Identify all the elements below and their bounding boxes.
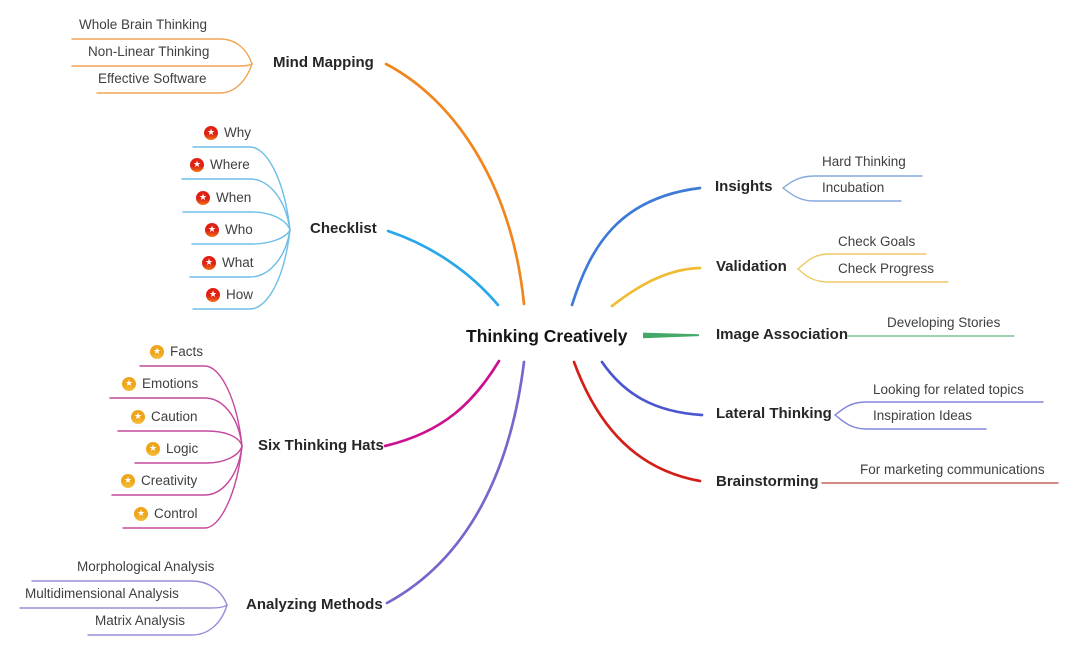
topic-insights[interactable]: Insights [715, 178, 773, 195]
star-icon: ★ [196, 190, 210, 205]
subtopic-label: Emotions [142, 376, 199, 391]
subtopic-label: Why [224, 125, 251, 140]
star-icon: ★ [206, 287, 220, 302]
subtopic-what[interactable]: ★ What [202, 255, 254, 270]
topic-checklist[interactable]: Checklist [310, 220, 377, 237]
star-icon: ★ [122, 376, 136, 391]
subtopic-label: Facts [170, 344, 204, 359]
topic-mind-mapping[interactable]: Mind Mapping [273, 54, 374, 71]
subtopic-label: Logic [166, 441, 199, 456]
leaf-connector [181, 178, 291, 231]
subtopic-check-goals[interactable]: Check Goals [838, 234, 916, 249]
subtopic-check-progress[interactable]: Check Progress [838, 261, 935, 276]
leaf-connector [782, 187, 902, 202]
leaf-connector [189, 229, 291, 278]
subtopic-effective-software[interactable]: Effective Software [98, 71, 207, 86]
leaf-connector [782, 175, 923, 189]
star-icon: ★ [190, 157, 204, 172]
subtopic-non-linear-thinking[interactable]: Non-Linear Thinking [88, 44, 210, 59]
subtopic-hard-thinking[interactable]: Hard Thinking [822, 154, 906, 169]
subtopic-whole-brain-thinking[interactable]: Whole Brain Thinking [79, 17, 208, 32]
subtopic-incubation[interactable]: Incubation [822, 180, 885, 195]
leaf-connector [834, 414, 987, 430]
star-icon: ★ [134, 506, 148, 521]
branch-curve-mind-mapping [384, 62, 526, 306]
topic-six-thinking-hats[interactable]: Six Thinking Hats [258, 437, 384, 454]
branch-line-image-association [643, 332, 699, 339]
central-topic[interactable]: Thinking Creatively [466, 326, 628, 346]
topic-image-association[interactable]: Image Association [716, 326, 848, 343]
subtopic-logic[interactable]: ★ Logic [146, 441, 198, 456]
topic-brainstorming[interactable]: Brainstorming [716, 473, 819, 490]
star-icon: ★ [205, 222, 219, 237]
subtopic-inspiration-ideas[interactable]: Inspiration Ideas [873, 408, 973, 423]
star-icon: ★ [146, 441, 160, 456]
subtopic-how[interactable]: ★ How [206, 287, 253, 302]
subtopic-why[interactable]: ★ Why [204, 125, 251, 140]
leaf-connector [191, 229, 291, 245]
subtopic-label: When [216, 190, 252, 205]
subtopic-who[interactable]: ★ Who [205, 222, 253, 237]
subtopic-label: Control [154, 506, 198, 521]
leaf-connector [192, 146, 291, 231]
leaf-connector [71, 38, 253, 65]
subtopic-control[interactable]: ★ Control [134, 506, 198, 521]
subtopic-matrix-analysis[interactable]: Matrix Analysis [95, 613, 186, 628]
subtopic-developing-stories[interactable]: Developing Stories [887, 315, 1001, 330]
topic-analyzing-methods[interactable]: Analyzing Methods [246, 596, 383, 613]
leaf-connector [122, 445, 243, 529]
subtopic-where[interactable]: ★ Where [190, 157, 250, 172]
leaf-connector [71, 63, 253, 67]
subtopic-label: Where [210, 157, 250, 172]
branch-curve-analyzing-methods [385, 360, 526, 605]
subtopic-caution[interactable]: ★ Caution [131, 409, 198, 424]
subtopic-looking-for-related-topics[interactable]: Looking for related topics [873, 382, 1024, 397]
leaf-connector [134, 445, 243, 464]
leaf-connector [797, 253, 927, 270]
leaf-connector [87, 604, 228, 636]
leaf-connector [139, 365, 243, 447]
leaf-connector [117, 430, 243, 447]
branch-curve-insights [570, 186, 702, 307]
subtopic-when[interactable]: ★ When [196, 190, 251, 205]
leaf-connector [19, 604, 228, 609]
star-icon: ★ [150, 344, 164, 359]
leaf-connector [182, 211, 291, 231]
leaf-connector [96, 63, 253, 94]
topic-validation[interactable]: Validation [716, 258, 787, 275]
branch-curve-brainstorming [572, 360, 702, 483]
leaf-connector [797, 268, 949, 283]
branch-curve-validation [610, 266, 702, 308]
star-icon: ★ [204, 125, 218, 140]
subtopic-label: What [222, 255, 254, 270]
subtopic-facts[interactable]: ★ Facts [150, 344, 203, 359]
subtopic-label: Creativity [141, 473, 198, 488]
branch-curve-lateral-thinking [600, 360, 704, 417]
topic-lateral-thinking[interactable]: Lateral Thinking [716, 405, 832, 422]
subtopic-creativity[interactable]: ★ Creativity [121, 473, 197, 488]
subtopic-morphological-analysis[interactable]: Morphological Analysis [77, 559, 215, 574]
subtopic-label: How [226, 287, 254, 302]
star-icon: ★ [131, 409, 145, 424]
star-icon: ★ [202, 255, 216, 270]
branch-curve-six-thinking-hats [383, 359, 501, 448]
star-icon: ★ [121, 473, 135, 488]
subtopic-for-marketing-communications[interactable]: For marketing communications [860, 462, 1045, 477]
branch-curve-checklist [386, 229, 500, 307]
subtopic-multidimensional-analysis[interactable]: Multidimensional Analysis [25, 586, 179, 601]
leaf-connector [109, 397, 243, 447]
leaf-connector [31, 580, 228, 606]
leaf-connector [834, 401, 1044, 416]
subtopic-label: Who [225, 222, 253, 237]
leaf-connector [192, 229, 291, 310]
subtopic-emotions[interactable]: ★ Emotions [122, 376, 198, 391]
subtopic-label: Caution [151, 409, 198, 424]
